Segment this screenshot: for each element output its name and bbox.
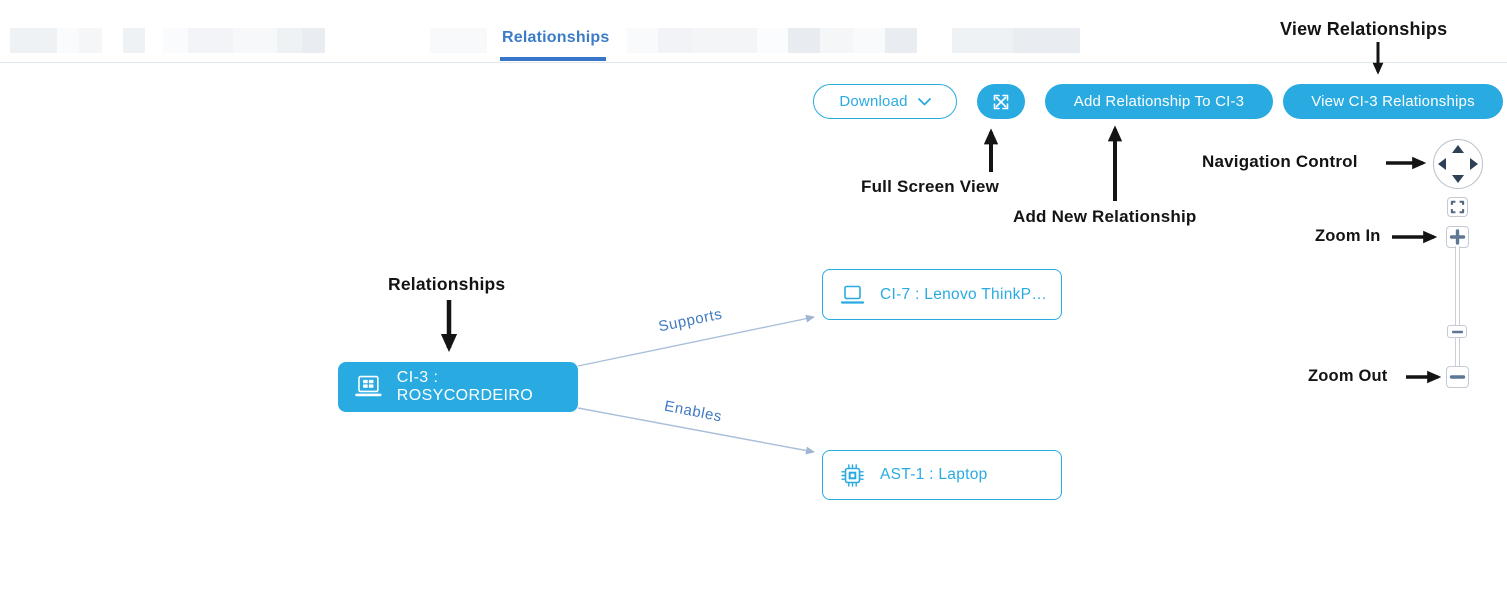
annotation-zoom-in: Zoom In [1315, 227, 1381, 245]
tab-placeholder[interactable] [788, 28, 820, 53]
node-ci3[interactable]: CI-3 : ROSYCORDEIRO [338, 362, 578, 412]
tab-placeholder[interactable] [188, 28, 233, 53]
pan-down-button[interactable] [1452, 175, 1464, 183]
view-relationships-button[interactable]: View CI-3 Relationships [1283, 84, 1503, 119]
tab-placeholder[interactable] [658, 28, 692, 53]
tab-placeholder[interactable] [692, 28, 757, 53]
laptop-icon [840, 285, 865, 304]
chevron-down-icon [917, 97, 931, 105]
tab-placeholder[interactable] [757, 28, 788, 53]
download-button[interactable]: Download [813, 84, 957, 119]
zoom-slider-track [1455, 246, 1460, 378]
tab-placeholder[interactable] [163, 28, 188, 53]
pan-left-button[interactable] [1438, 158, 1446, 170]
view-relationships-button-label: View CI-3 Relationships [1311, 93, 1475, 110]
tab-placeholder[interactable] [1013, 28, 1080, 53]
node-ci7-label: CI-7 : Lenovo ThinkP… [880, 285, 1048, 303]
add-relationship-button-label: Add Relationship To CI-3 [1073, 93, 1245, 110]
tab-placeholder[interactable] [885, 28, 917, 53]
fit-screen-icon [1450, 200, 1465, 214]
annotation-add-new-relationship: Add New Relationship [1013, 207, 1197, 226]
plus-icon [1449, 229, 1466, 245]
node-ci3-label: CI-3 : ROSYCORDEIRO [396, 369, 534, 404]
tab-placeholder[interactable] [277, 28, 302, 53]
annotation-zoom-out: Zoom Out [1308, 367, 1388, 385]
tab-relationships[interactable]: Relationships [502, 29, 610, 46]
pan-up-button[interactable] [1452, 145, 1464, 153]
zoom-out-button[interactable] [1446, 366, 1469, 388]
slider-grip-icon [1451, 330, 1463, 333]
tab-placeholder[interactable] [10, 28, 57, 53]
tab-placeholder[interactable] [302, 28, 325, 53]
annotation-view-relationships: View Relationships [1280, 19, 1448, 39]
tab-placeholder[interactable] [627, 28, 658, 53]
fullscreen-button[interactable] [977, 84, 1025, 119]
edge-label-enables: Enables [662, 397, 724, 426]
tab-placeholder[interactable] [430, 28, 487, 53]
minus-icon [1449, 375, 1466, 379]
tab-placeholder[interactable] [233, 28, 277, 53]
tab-placeholder[interactable] [820, 28, 853, 53]
add-relationship-button[interactable]: Add Relationship To CI-3 [1045, 84, 1273, 119]
zoom-in-button[interactable] [1446, 226, 1469, 248]
laptop-windows-icon [355, 375, 382, 397]
edge-label-supports: Supports [656, 305, 724, 336]
tab-placeholder[interactable] [952, 28, 1013, 53]
node-ci7[interactable]: CI-7 : Lenovo ThinkP… [822, 269, 1062, 320]
tab-placeholder[interactable] [853, 28, 885, 53]
tab-placeholder[interactable] [57, 28, 79, 53]
tab-bar-divider [0, 62, 1507, 63]
annotation-navigation-control: Navigation Control [1202, 152, 1358, 171]
tab-placeholder[interactable] [79, 28, 102, 53]
expand-arrows-icon [993, 94, 1009, 109]
annotation-full-screen: Full Screen View [861, 177, 999, 196]
pan-right-button[interactable] [1470, 158, 1478, 170]
node-ast1[interactable]: AST-1 : Laptop [822, 450, 1062, 500]
annotation-relationships: Relationships [388, 274, 506, 294]
node-ast1-label: AST-1 : Laptop [880, 466, 988, 483]
navigation-control[interactable] [1433, 139, 1483, 189]
fit-screen-button[interactable] [1447, 197, 1468, 217]
tab-placeholder[interactable] [123, 28, 145, 53]
zoom-slider-handle[interactable] [1447, 325, 1467, 338]
chip-icon [841, 463, 864, 487]
tab-active-underline [500, 57, 606, 61]
download-button-label: Download [839, 93, 908, 110]
